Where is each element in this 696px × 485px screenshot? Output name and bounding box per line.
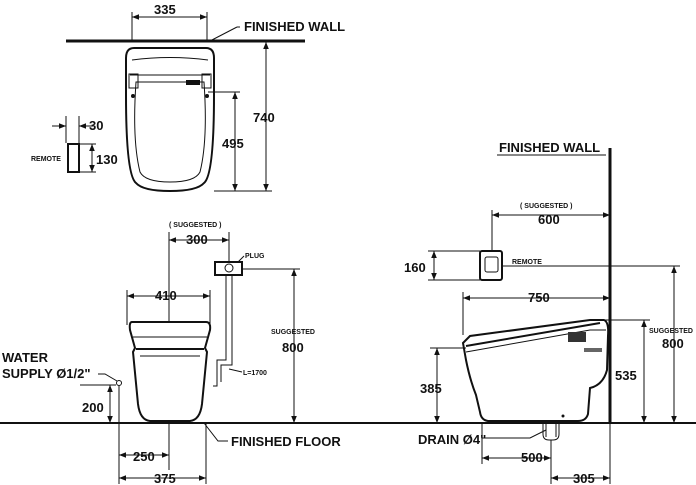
top-wall-leader: [209, 26, 238, 42]
front-plug-height-suggested-label: SUGGESTED: [271, 329, 315, 336]
top-seat-outline: [134, 81, 206, 183]
front-plug-spacing-dim: 300: [186, 232, 208, 247]
drain-label: DRAIN Ø4": [418, 432, 486, 447]
front-plug-height-dim: 800: [282, 340, 304, 355]
side-total-height-dim: 535: [615, 368, 637, 383]
water-supply-inlet: [116, 380, 122, 386]
side-suggested-label: ( SUGGESTED ): [520, 203, 573, 210]
top-view: FINISHED WALL 335 740 495 30: [31, 2, 345, 193]
water-supply-label-1: WATER: [2, 350, 49, 365]
side-remote-height-dim: 160: [404, 260, 426, 275]
finished-floor-label: FINISHED FLOOR: [231, 434, 341, 449]
front-width-dim: 410: [155, 288, 177, 303]
plug-label: PLUG: [245, 253, 265, 260]
front-toilet-body: [128, 321, 212, 422]
side-toilet-body: [461, 319, 610, 422]
top-remote-depth-dim: 30: [89, 118, 103, 133]
side-remote-distance-dim: 600: [538, 212, 560, 227]
top-remote: [67, 143, 80, 173]
top-remote-label: REMOTE: [31, 156, 61, 163]
water-supply-height-dim: 200: [82, 400, 104, 415]
side-drain-dim: 500: [521, 450, 543, 465]
side-right-suggested-label: SUGGESTED: [649, 328, 693, 335]
side-right-height-dim: 800: [662, 336, 684, 351]
top-inner-dim: 495: [222, 136, 244, 151]
side-seat-height-dim: 385: [420, 381, 442, 396]
side-length-dim: 750: [528, 290, 550, 305]
side-remote-label: REMOTE: [512, 259, 542, 266]
side-control-panel: [568, 332, 586, 342]
water-supply-label-2: SUPPLY Ø1/2": [2, 366, 91, 381]
drain-pipe: [542, 423, 560, 441]
top-width-dim: 335: [154, 2, 176, 17]
front-bottom-dim-2: 375: [154, 471, 176, 485]
side-remote: [479, 250, 503, 281]
front-suggested-label: ( SUGGESTED ): [169, 222, 222, 229]
power-cable: [213, 275, 227, 387]
top-remote-height-dim: 130: [96, 152, 118, 167]
front-view: ( SUGGESTED ) 300 PLUG SUGGESTED 800 L=1…: [2, 222, 341, 485]
side-view: FINISHED WALL ( SUGGESTED ) 600 REMOTE 1…: [404, 140, 693, 485]
cable-length-label: L=1700: [243, 370, 267, 377]
side-finished-wall-label: FINISHED WALL: [499, 140, 600, 155]
front-bottom-dim-1: 250: [133, 449, 155, 464]
side-drain-wall-dim: 305: [573, 471, 595, 485]
top-depth-dim: 740: [253, 110, 275, 125]
top-finished-wall-label: FINISHED WALL: [244, 19, 345, 34]
